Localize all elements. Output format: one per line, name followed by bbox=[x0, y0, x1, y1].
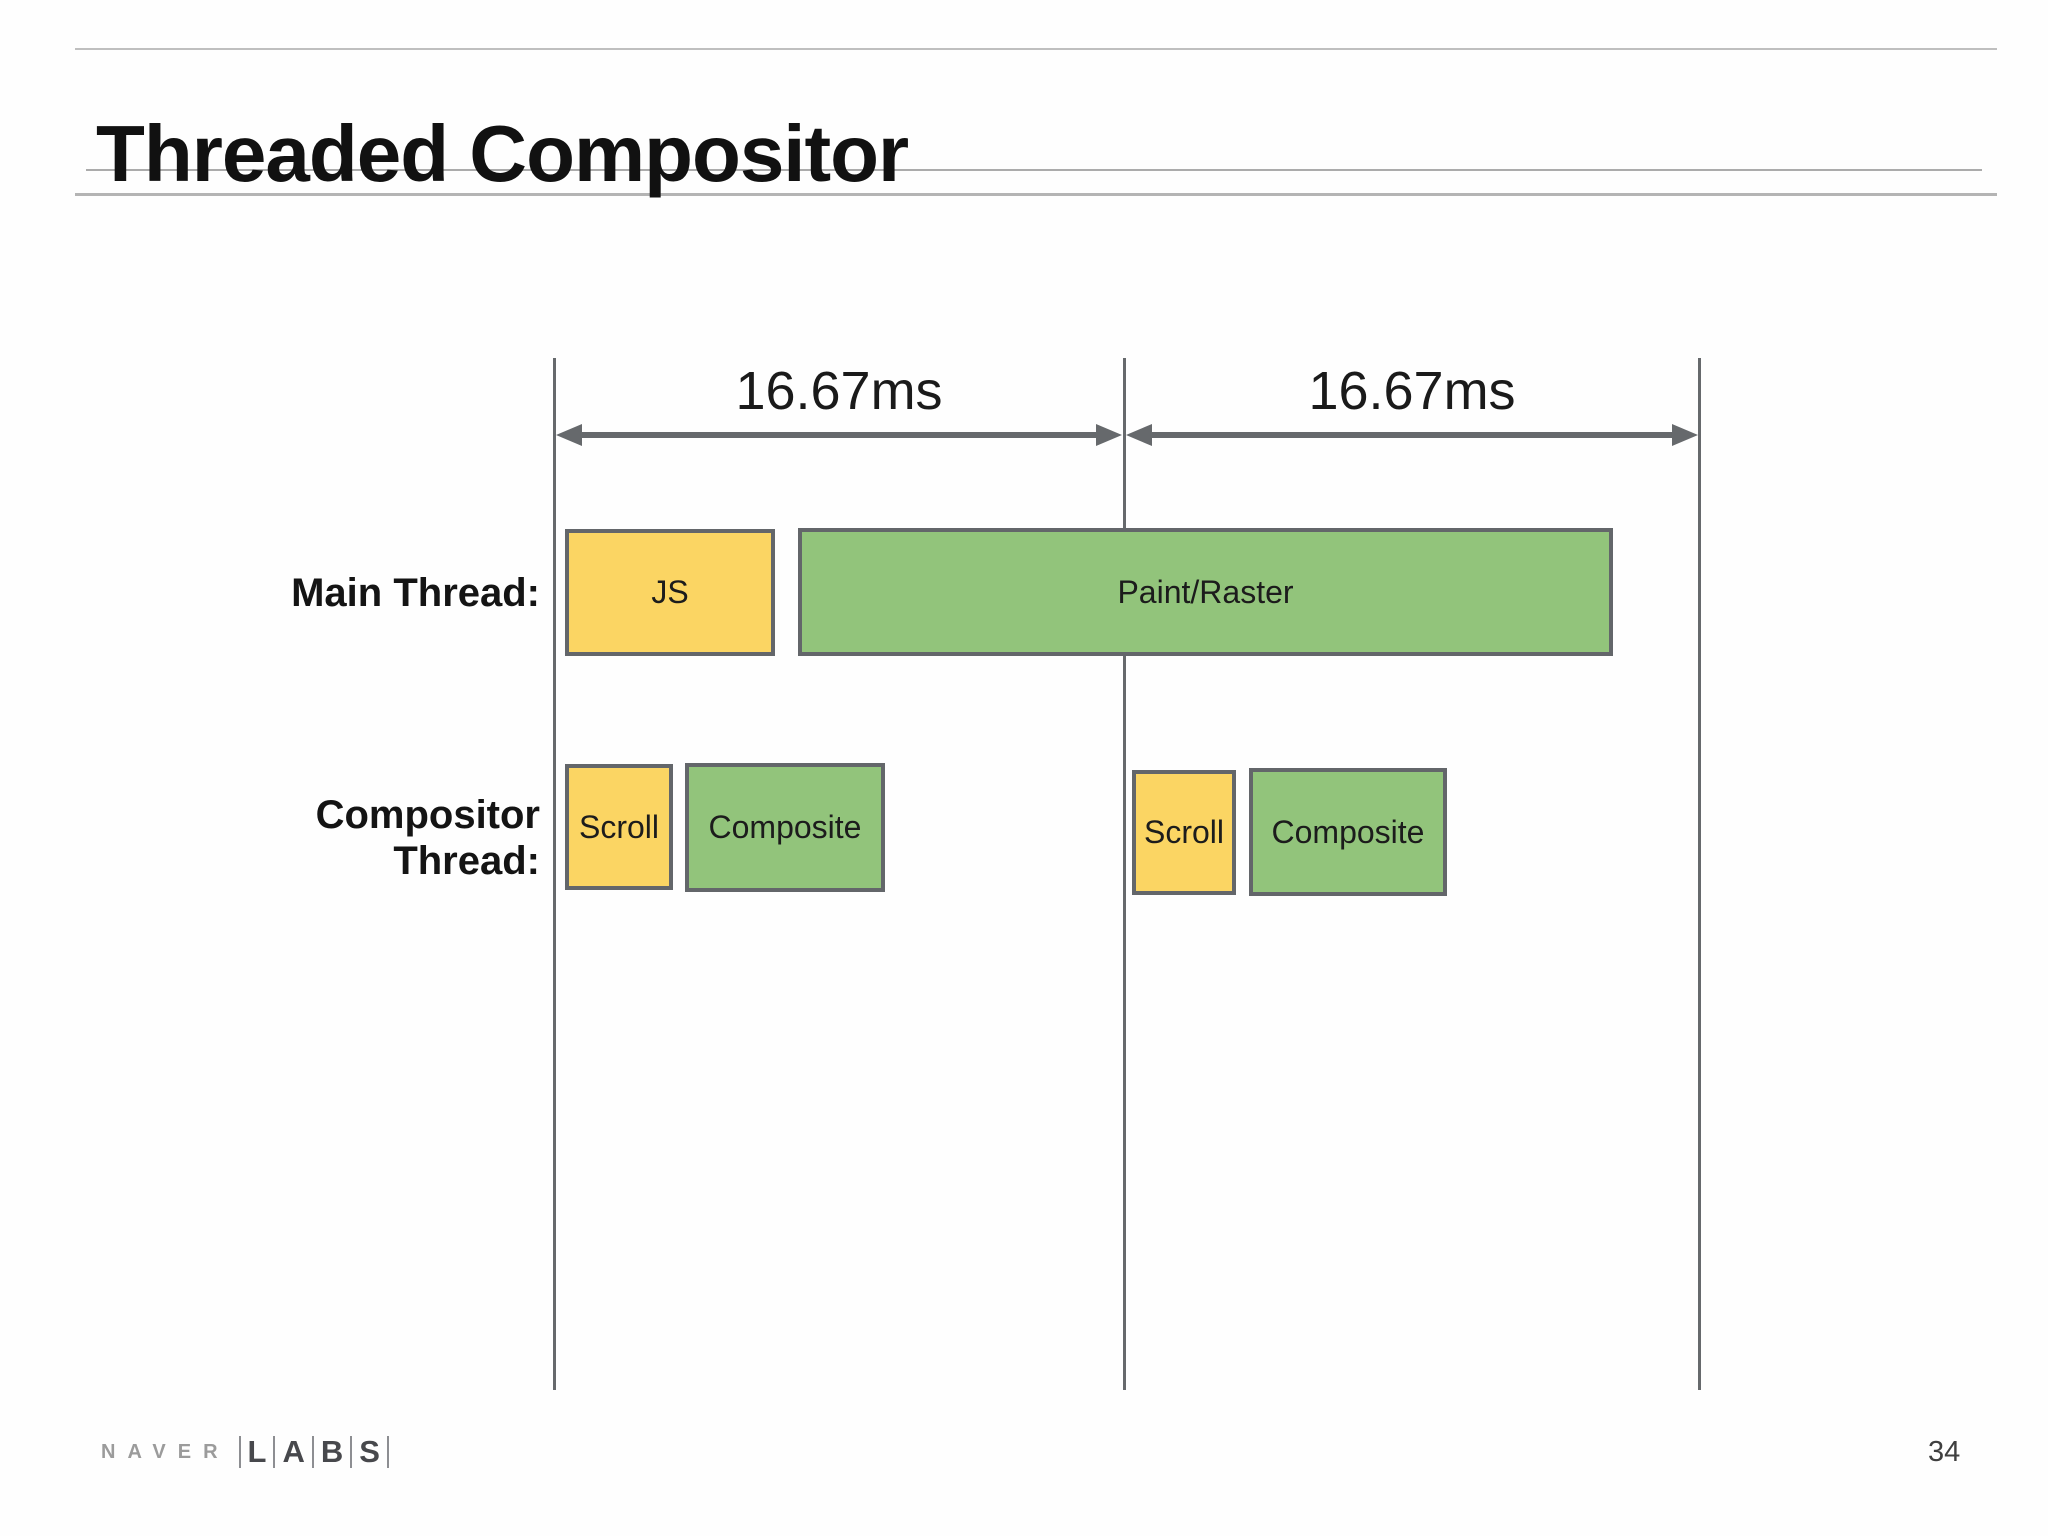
arrowhead-right-icon bbox=[1096, 424, 1122, 446]
labs-letter-l: L bbox=[247, 1434, 267, 1469]
task-block-composite-frame2: Composite bbox=[1249, 768, 1447, 896]
arrow-shaft bbox=[572, 432, 1106, 438]
task-block-scroll-frame1: Scroll bbox=[565, 764, 673, 890]
task-block-scroll-frame1-label: Scroll bbox=[578, 808, 659, 845]
task-block-js: JS bbox=[565, 529, 775, 656]
frame1-duration-text: 16.67ms bbox=[735, 361, 943, 421]
separator-bar bbox=[238, 1436, 241, 1468]
task-block-composite-frame2-label: Composite bbox=[1271, 813, 1425, 850]
frame-boundary-line-2 bbox=[1123, 358, 1126, 1390]
slide-title: Threaded Compositor bbox=[96, 108, 909, 198]
arrowhead-left-icon bbox=[556, 424, 582, 446]
arrowhead-left-icon bbox=[1126, 424, 1152, 446]
title-underline-1 bbox=[86, 169, 1982, 171]
task-block-js-label: JS bbox=[651, 574, 689, 610]
labs-letter-s: S bbox=[359, 1434, 380, 1469]
frame2-duration-arrow bbox=[1126, 424, 1698, 446]
separator-bar bbox=[350, 1436, 353, 1468]
arrow-shaft bbox=[1142, 432, 1682, 438]
main-thread-label: Main Thread: bbox=[228, 570, 540, 616]
frame-boundary-line-1 bbox=[553, 358, 556, 1390]
frame2-duration-text: 16.67ms bbox=[1308, 361, 1516, 421]
top-divider-line bbox=[75, 48, 1997, 50]
page-number: 34 bbox=[1928, 1436, 1961, 1468]
labs-letter-a: A bbox=[282, 1434, 305, 1469]
frame-boundary-line-3 bbox=[1698, 358, 1701, 1390]
frame1-duration-arrow bbox=[556, 424, 1122, 446]
naver-wordmark: NAVER bbox=[101, 1441, 230, 1463]
compositor-thread-label-line2: Thread: bbox=[393, 839, 540, 883]
main-thread-label-text: Main Thread: bbox=[291, 571, 540, 615]
title-underline-2 bbox=[75, 193, 1997, 196]
arrowhead-right-icon bbox=[1672, 424, 1698, 446]
task-block-scroll-frame2-label: Scroll bbox=[1143, 814, 1224, 850]
compositor-thread-label: Compositor Thread: bbox=[228, 792, 540, 884]
separator-bar bbox=[386, 1436, 389, 1468]
task-block-scroll-frame2: Scroll bbox=[1132, 770, 1236, 895]
task-block-paint-raster: Paint/Raster bbox=[798, 528, 1613, 656]
labs-letter-b: B bbox=[320, 1434, 344, 1469]
separator-bar bbox=[273, 1436, 276, 1468]
task-block-composite-frame1: Composite bbox=[685, 763, 885, 892]
frame2-duration-label: 16.67ms bbox=[1126, 360, 1698, 420]
compositor-thread-label-line1: Compositor bbox=[315, 793, 540, 837]
task-block-paint-raster-label: Paint/Raster bbox=[1117, 573, 1294, 610]
task-block-composite-frame1-label: Composite bbox=[708, 809, 862, 845]
naver-labs-logo: NAVER L A B S bbox=[101, 1432, 396, 1472]
separator-bar bbox=[311, 1436, 314, 1468]
frame1-duration-label: 16.67ms bbox=[556, 360, 1122, 420]
